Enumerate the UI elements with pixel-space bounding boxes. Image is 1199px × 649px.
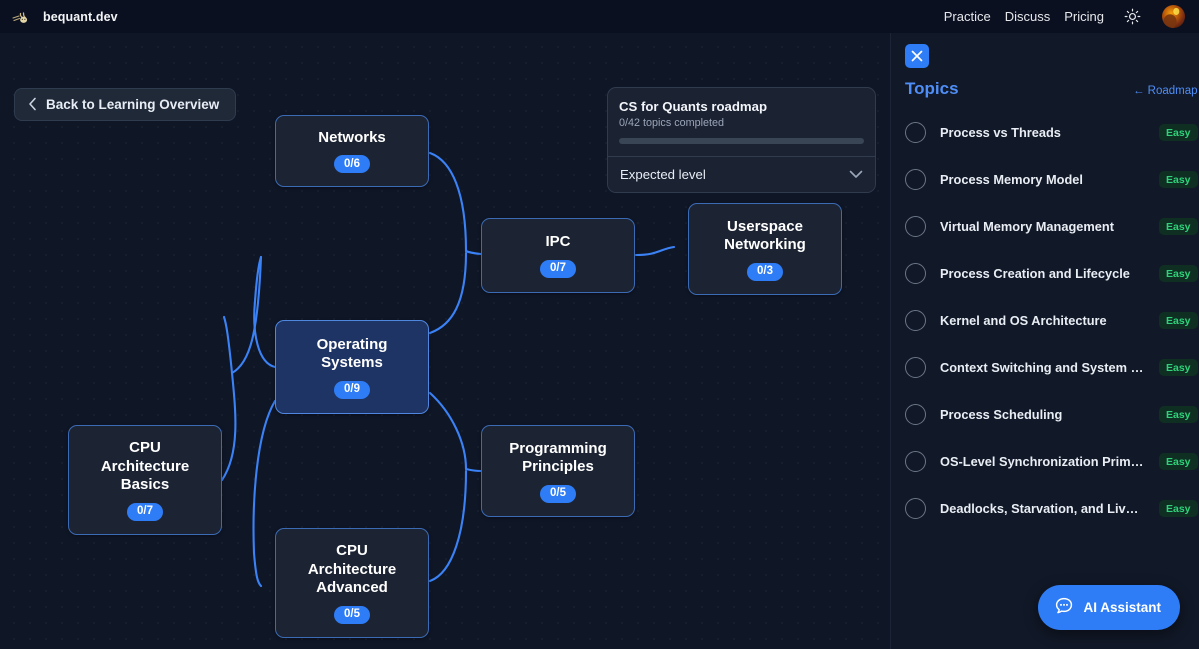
ai-assistant-button[interactable]: AI Assistant — [1038, 585, 1180, 630]
topic-checkbox-icon[interactable] — [905, 169, 926, 190]
topic-checkbox-icon[interactable] — [905, 263, 926, 284]
topic-checkbox-icon[interactable] — [905, 451, 926, 472]
expected-level-label: Expected level — [620, 167, 706, 182]
topic-checkbox-icon[interactable] — [905, 122, 926, 143]
node-progress-badge: 0/6 — [334, 155, 370, 174]
roadmap-info-top: CS for Quants roadmap 0/42 topics comple… — [608, 88, 875, 156]
ai-assistant-label: AI Assistant — [1083, 600, 1161, 615]
topic-checkbox-icon[interactable] — [905, 216, 926, 237]
status-badge: Easy — [1159, 359, 1198, 376]
status-badge: Easy — [1159, 406, 1198, 423]
node-progress-badge: 0/3 — [747, 262, 783, 281]
page-body: Back to Learning Overview CS for Quants … — [0, 33, 1199, 649]
topic-checkbox-icon[interactable] — [905, 357, 926, 378]
nav-item-discuss[interactable]: Discuss — [1004, 9, 1051, 24]
roadmap-node-networks[interactable]: Networks 0/6 — [275, 115, 429, 187]
roadmap-node-programming-principles[interactable]: Programming Principles 0/5 — [481, 425, 635, 517]
roadmap-progress-bar — [619, 138, 864, 144]
chat-bubble-icon — [1054, 596, 1074, 619]
topic-checkbox-icon[interactable] — [905, 498, 926, 519]
roadmap-node-ipc[interactable]: IPC 0/7 — [481, 218, 635, 293]
node-progress-badge: 0/9 — [334, 380, 370, 399]
node-label: Operating Systems — [316, 335, 388, 372]
avatar[interactable] — [1162, 5, 1185, 28]
back-to-learning-overview-button[interactable]: Back to Learning Overview — [14, 88, 237, 121]
node-label: CPU Architecture Basics — [100, 439, 190, 494]
status-badge: Easy — [1159, 265, 1198, 282]
node-progress-badge: 0/5 — [540, 484, 576, 503]
rabbit-logo-icon — [12, 9, 38, 25]
roadmap-title: CS for Quants roadmap — [619, 99, 768, 114]
node-progress-badge: 0/7 — [127, 502, 163, 521]
roadmap-node-cpu-architecture-advanced[interactable]: CPU Architecture Advanced 0/5 — [275, 528, 429, 638]
list-item[interactable]: Process Memory Model Easy — [905, 156, 1198, 203]
list-item[interactable]: Deadlocks, Starvation, and Livel... Easy — [905, 485, 1198, 532]
brand-logo[interactable]: bequant.dev — [12, 9, 118, 25]
node-label: CPU Architecture Advanced — [307, 542, 397, 597]
node-label: Userspace Networking — [724, 217, 806, 254]
topic-name: OS-Level Synchronization Primit... — [940, 454, 1145, 469]
topic-checkbox-icon[interactable] — [905, 404, 926, 425]
node-label: Networks — [318, 128, 386, 146]
topic-name: Virtual Memory Management — [940, 219, 1114, 234]
roadmap-edges — [220, 151, 676, 588]
close-icon[interactable] — [905, 44, 929, 68]
topic-name: Process Scheduling — [940, 407, 1063, 422]
node-label: Programming Principles — [509, 439, 607, 476]
sun-icon[interactable] — [1122, 7, 1142, 27]
roadmap-progress-text: 0/42 topics completed — [619, 117, 725, 129]
top-navigation-bar: bequant.dev Practice Discuss Pricing — [0, 0, 1199, 33]
nav-item-pricing[interactable]: Pricing — [1064, 9, 1104, 24]
status-badge: Easy — [1159, 312, 1198, 329]
list-item[interactable]: Virtual Memory Management Easy — [905, 203, 1198, 250]
topic-name: Process Creation and Lifecycle — [940, 266, 1130, 281]
status-badge: Easy — [1159, 124, 1198, 141]
roadmap-canvas[interactable]: Back to Learning Overview CS for Quants … — [0, 33, 890, 649]
chevron-down-icon — [849, 168, 863, 182]
list-item[interactable]: Process Scheduling Easy — [905, 391, 1198, 438]
topic-name: Deadlocks, Starvation, and Livel... — [940, 501, 1145, 516]
topic-checkbox-icon[interactable] — [905, 310, 926, 331]
status-badge: Easy — [1159, 500, 1198, 517]
list-item[interactable]: OS-Level Synchronization Primit... Easy — [905, 438, 1198, 485]
node-progress-badge: 0/5 — [334, 605, 370, 624]
topic-name: Process vs Threads — [940, 125, 1061, 140]
list-item[interactable]: Process Creation and Lifecycle Easy — [905, 250, 1198, 297]
back-to-roadmap-link[interactable]: ← Roadmap — [1132, 85, 1198, 97]
topic-name: Process Memory Model — [940, 172, 1083, 187]
node-progress-badge: 0/7 — [540, 259, 576, 278]
status-badge: Easy — [1159, 218, 1198, 235]
roadmap-node-cpu-architecture-basics[interactable]: CPU Architecture Basics 0/7 — [68, 425, 222, 535]
roadmap-node-operating-systems[interactable]: Operating Systems 0/9 — [275, 320, 429, 414]
back-button-label: Back to Learning Overview — [46, 97, 220, 112]
roadmap-node-userspace-networking[interactable]: Userspace Networking 0/3 — [688, 203, 842, 295]
roadmap-info-card: CS for Quants roadmap 0/42 topics comple… — [607, 87, 876, 193]
list-item[interactable]: Process vs Threads Easy — [905, 109, 1198, 156]
expected-level-select[interactable]: Expected level — [608, 156, 875, 192]
brand-name: bequant.dev — [43, 9, 118, 24]
primary-nav: Practice Discuss Pricing — [944, 5, 1185, 28]
topic-name: Kernel and OS Architecture — [940, 313, 1107, 328]
topic-name: Context Switching and System C... — [940, 360, 1145, 375]
page-title: Topics — [905, 79, 959, 98]
chevron-left-icon — [28, 97, 37, 113]
list-item[interactable]: Kernel and OS Architecture Easy — [905, 297, 1198, 344]
topics-panel-header: Topics ← Roadmap — [891, 33, 1199, 109]
node-label: IPC — [545, 233, 571, 251]
nav-item-practice[interactable]: Practice — [943, 9, 991, 24]
status-badge: Easy — [1159, 171, 1198, 188]
status-badge: Easy — [1159, 453, 1198, 470]
list-item[interactable]: Context Switching and System C... Easy — [905, 344, 1198, 391]
